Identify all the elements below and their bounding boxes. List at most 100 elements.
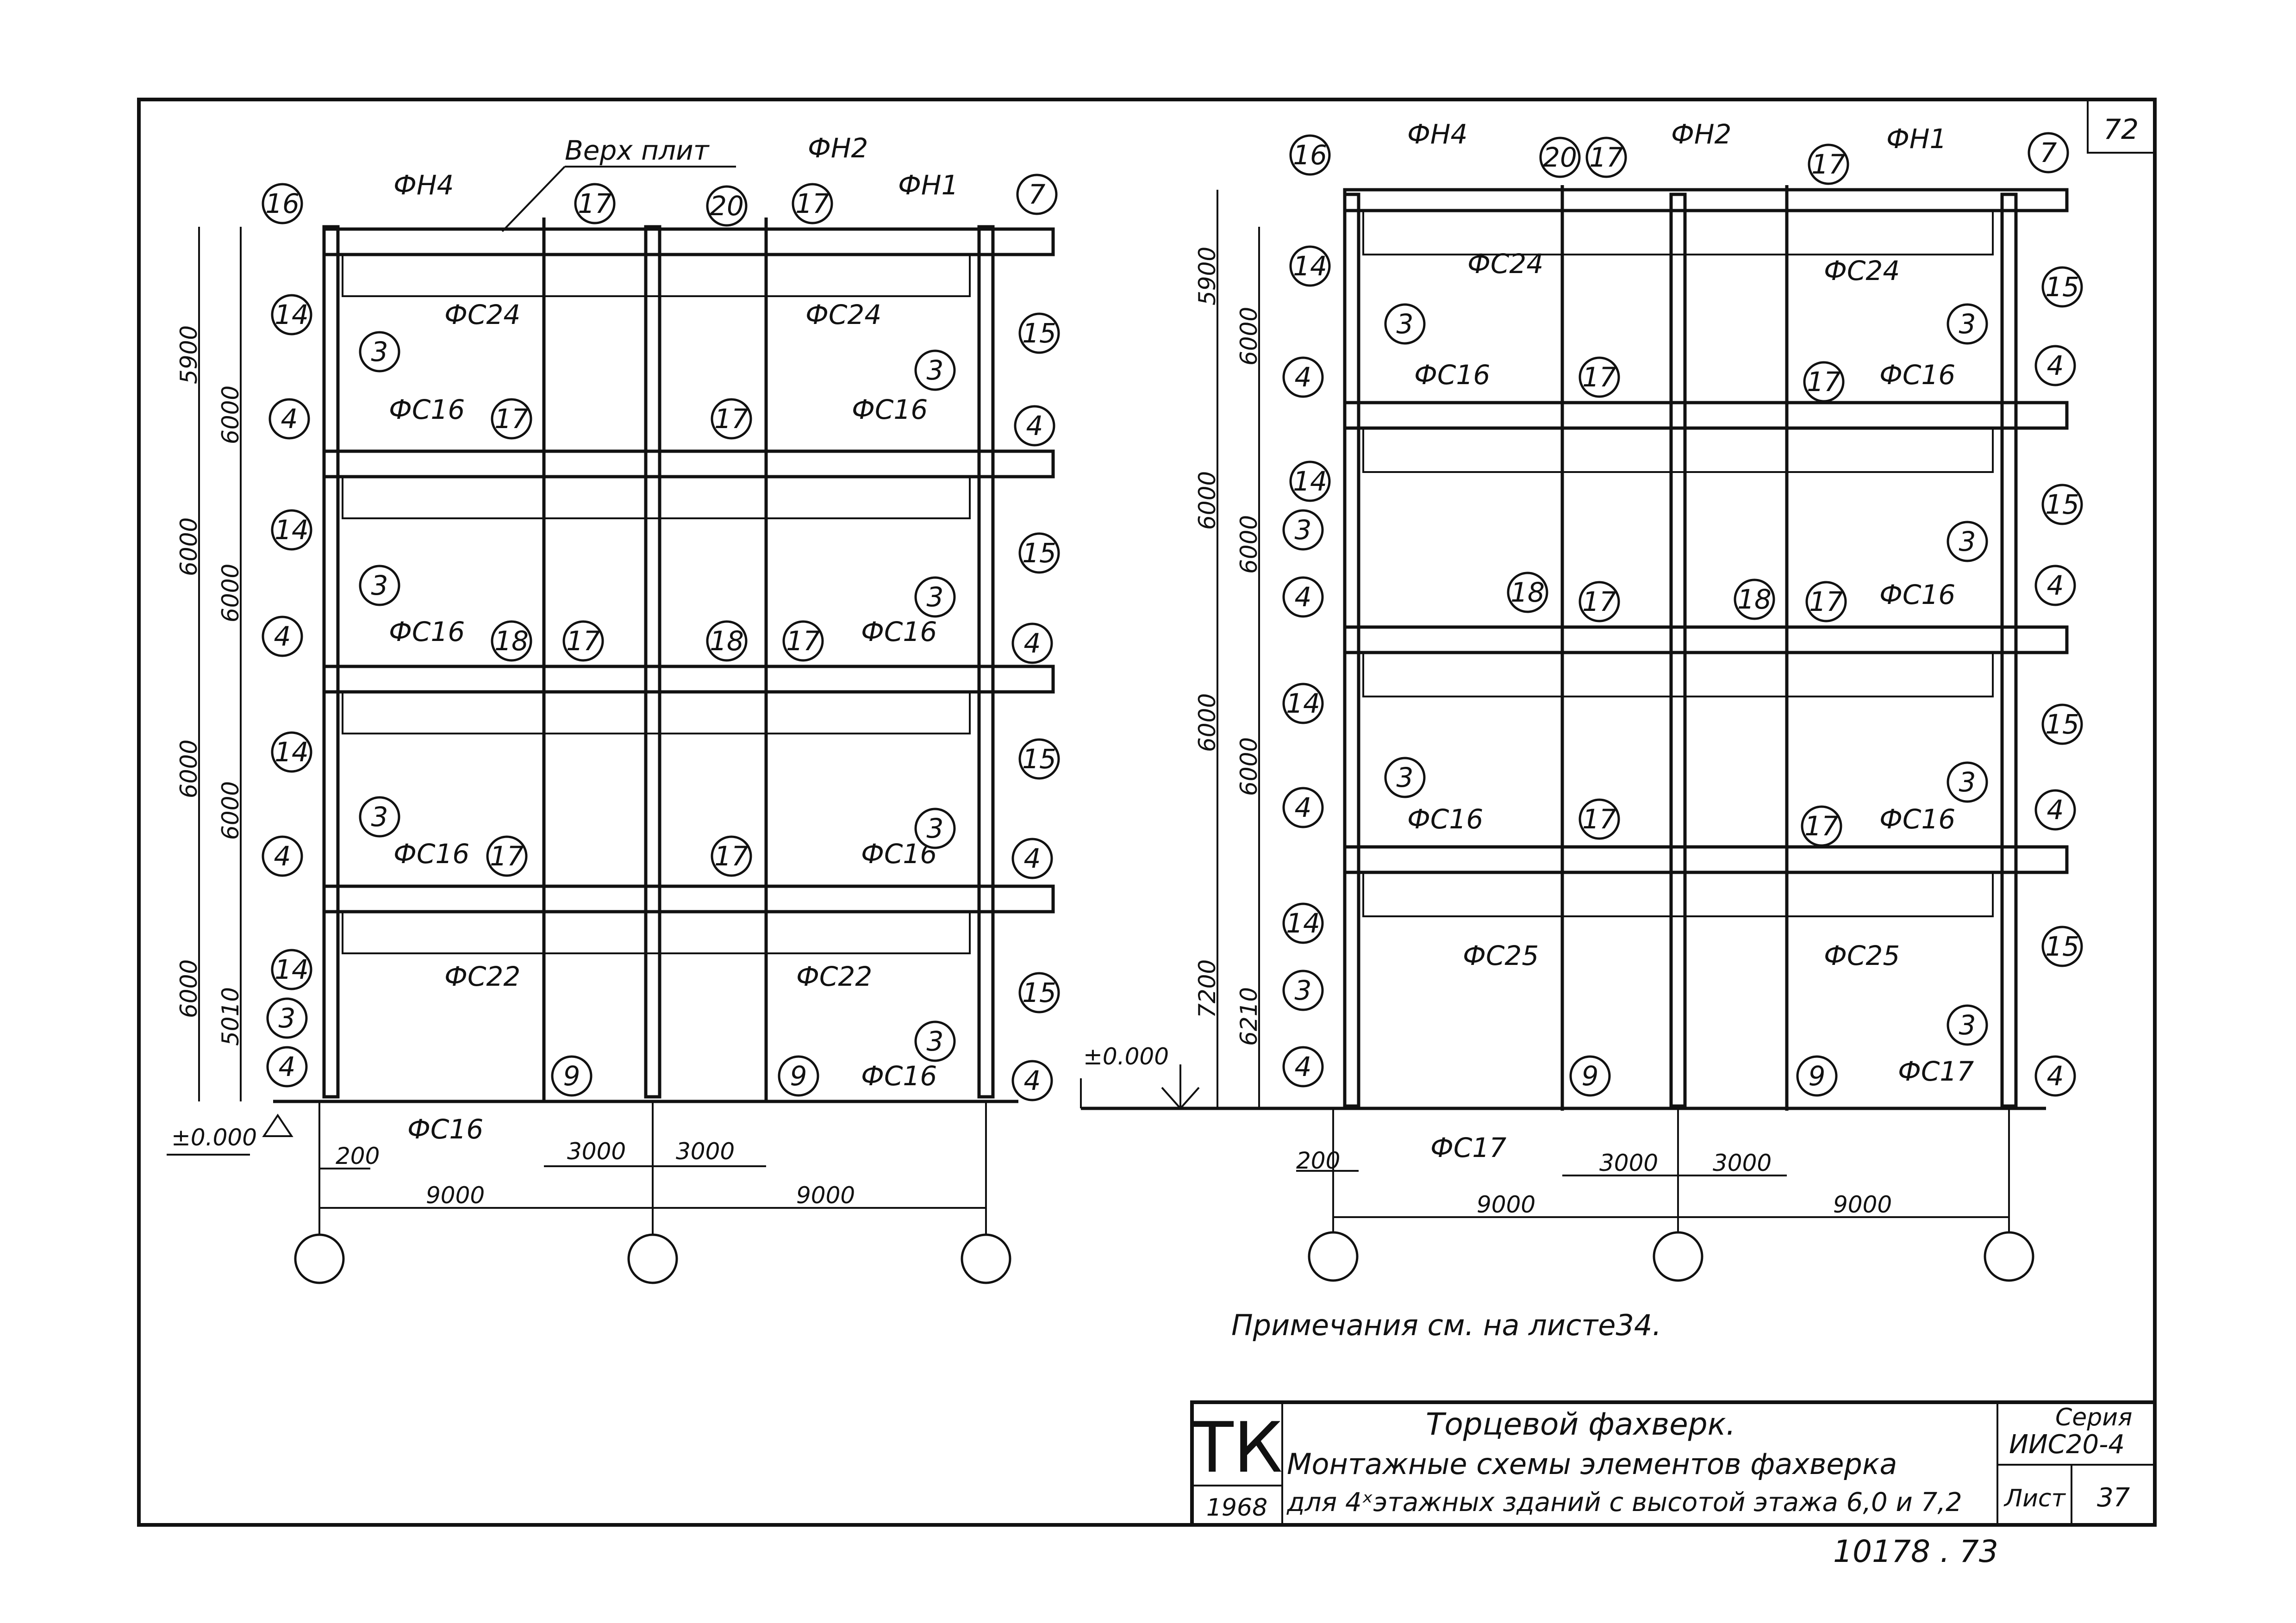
bubbles-left: 16 17 20 17 7 14 15 3 3 4 17 17 4 14 15 … — [262, 174, 1060, 1101]
title-block: ТК 1968 Торцевой фахверк. Монтажные схем… — [1190, 1400, 2157, 1527]
series-label: Серия — [2055, 1404, 2132, 1431]
dim-9000-left-1: 9000 — [426, 1182, 485, 1209]
svg-text:17: 17 — [714, 840, 749, 872]
svg-text:4: 4 — [1295, 361, 1312, 393]
svg-text:3: 3 — [371, 801, 388, 833]
svg-text:3: 3 — [371, 570, 388, 601]
dim-5900-left: 5900 — [175, 325, 202, 384]
label-fs16-right-5: ФС16 — [1879, 803, 1955, 835]
label-verkh-plit: Верх плит — [565, 135, 710, 166]
svg-text:20: 20 — [710, 190, 744, 222]
label-fs22-left-1: ФС22 — [444, 961, 520, 992]
label-fn1-right: ФН1 — [1886, 123, 1947, 155]
svg-text:17: 17 — [1811, 149, 1846, 180]
title-logo: ТК — [1191, 1408, 1283, 1488]
label-fs16-left-3: ФС16 — [389, 616, 465, 647]
svg-text:4: 4 — [1026, 410, 1043, 442]
svg-text:3: 3 — [927, 1026, 944, 1057]
svg-text:17: 17 — [1582, 586, 1616, 617]
svg-text:18: 18 — [494, 625, 529, 657]
svg-text:9: 9 — [1582, 1060, 1599, 1092]
title-main: Торцевой фахверк. — [1426, 1406, 1735, 1442]
svg-text:18: 18 — [1510, 577, 1545, 608]
svg-text:4: 4 — [1295, 792, 1312, 823]
dim-3000-right-1: 3000 — [1599, 1150, 1658, 1176]
svg-text:17: 17 — [786, 625, 820, 657]
label-fs24-left-2: ФС24 — [805, 299, 881, 330]
label-fs16-left-5: ФС16 — [393, 838, 469, 870]
svg-text:15: 15 — [1022, 317, 1056, 349]
svg-text:4: 4 — [2047, 794, 2064, 826]
svg-text:3: 3 — [927, 813, 944, 844]
dim-9000-left-2: 9000 — [796, 1182, 855, 1209]
svg-text:20: 20 — [1543, 142, 1577, 173]
label-fs16-left-7: ФС16 — [861, 1060, 937, 1092]
svg-text:17: 17 — [566, 625, 600, 657]
svg-text:17: 17 — [795, 188, 830, 219]
svg-text:3: 3 — [1397, 762, 1414, 793]
svg-text:14: 14 — [275, 514, 309, 546]
svg-text:3: 3 — [279, 1002, 296, 1034]
svg-text:15: 15 — [1022, 537, 1056, 569]
svg-text:7: 7 — [2040, 137, 2057, 168]
svg-text:7: 7 — [1029, 179, 1046, 210]
svg-text:4: 4 — [2047, 570, 2064, 601]
label-fs16-right-1: ФС16 — [1414, 359, 1490, 391]
svg-text:14: 14 — [1293, 250, 1327, 282]
label-fs22-left-2: ФС22 — [796, 961, 872, 992]
svg-text:3: 3 — [927, 354, 944, 386]
svg-text:3: 3 — [1959, 1009, 1976, 1041]
dim-6000-left-b: 6000 — [175, 517, 202, 576]
svg-text:17: 17 — [494, 403, 529, 435]
dim-3000-right-2: 3000 — [1713, 1150, 1772, 1176]
dim-6210-right: 6210 — [1235, 987, 1262, 1046]
label-fn2-left: ФН2 — [808, 132, 868, 164]
svg-text:3: 3 — [1959, 766, 1976, 798]
dim-200-left: 200 — [336, 1143, 380, 1169]
series-value: ИИС20-4 — [2009, 1430, 2125, 1460]
svg-text:17: 17 — [1807, 366, 1841, 398]
svg-text:3: 3 — [1397, 308, 1414, 340]
label-fs16-right-3: ФС16 — [1879, 579, 1955, 610]
svg-text:3: 3 — [371, 336, 388, 367]
label-fn4-left: ФН4 — [393, 169, 454, 201]
svg-text:4: 4 — [2047, 350, 2064, 381]
title-sub-2: для 4ˣэтажных зданий с высотой этажа 6,0… — [1286, 1487, 1962, 1517]
svg-text:16: 16 — [265, 188, 299, 219]
label-fs17-right-1: ФС17 — [1898, 1056, 1974, 1087]
svg-text:14: 14 — [1293, 466, 1327, 497]
svg-text:4: 4 — [1024, 843, 1041, 874]
label-fs24-left-1: ФС24 — [444, 299, 520, 330]
svg-text:17: 17 — [1804, 810, 1839, 842]
svg-text:14: 14 — [1286, 688, 1320, 719]
svg-text:15: 15 — [2045, 271, 2079, 303]
label-fs25-right-1: ФС25 — [1463, 940, 1539, 971]
sheet-number-box — [2087, 99, 2156, 154]
dim-6000-left-a: 6000 — [217, 386, 244, 444]
label-fn2-right: ФН2 — [1671, 118, 1731, 150]
dim-6000-right-a: 6000 — [1235, 307, 1262, 366]
dim-6000-right-d: 6000 — [1194, 693, 1221, 752]
svg-text:4: 4 — [1295, 581, 1312, 613]
label-fn1-left: ФН1 — [898, 169, 958, 201]
label-zero-right: ±0.000 — [1083, 1043, 1169, 1070]
sheet-value: 37 — [2097, 1483, 2130, 1513]
svg-text:16: 16 — [1293, 139, 1327, 171]
svg-text:17: 17 — [578, 188, 612, 219]
svg-text:15: 15 — [2045, 489, 2079, 520]
dim-200-right: 200 — [1296, 1147, 1340, 1174]
label-fs16-right-4: ФС16 — [1407, 803, 1483, 835]
svg-text:4: 4 — [2047, 1060, 2064, 1092]
svg-text:14: 14 — [1286, 908, 1320, 939]
svg-text:17: 17 — [1582, 361, 1616, 393]
dim-9000-right-1: 9000 — [1477, 1191, 1535, 1218]
right-elevation: ФН4 ФН2 ФН1 ФС24 ФС24 ФС16 ФС16 ФС16 ФС1… — [1080, 118, 2083, 1282]
svg-text:14: 14 — [275, 736, 309, 768]
dim-3000-left-2: 3000 — [676, 1138, 735, 1165]
dim-5010-left: 5010 — [217, 987, 244, 1046]
label-fs24-right-1: ФС24 — [1467, 248, 1543, 280]
svg-text:4: 4 — [281, 403, 298, 435]
dim-6000-left-e: 6000 — [217, 781, 244, 840]
label-fs16-right-2: ФС16 — [1879, 359, 1955, 391]
